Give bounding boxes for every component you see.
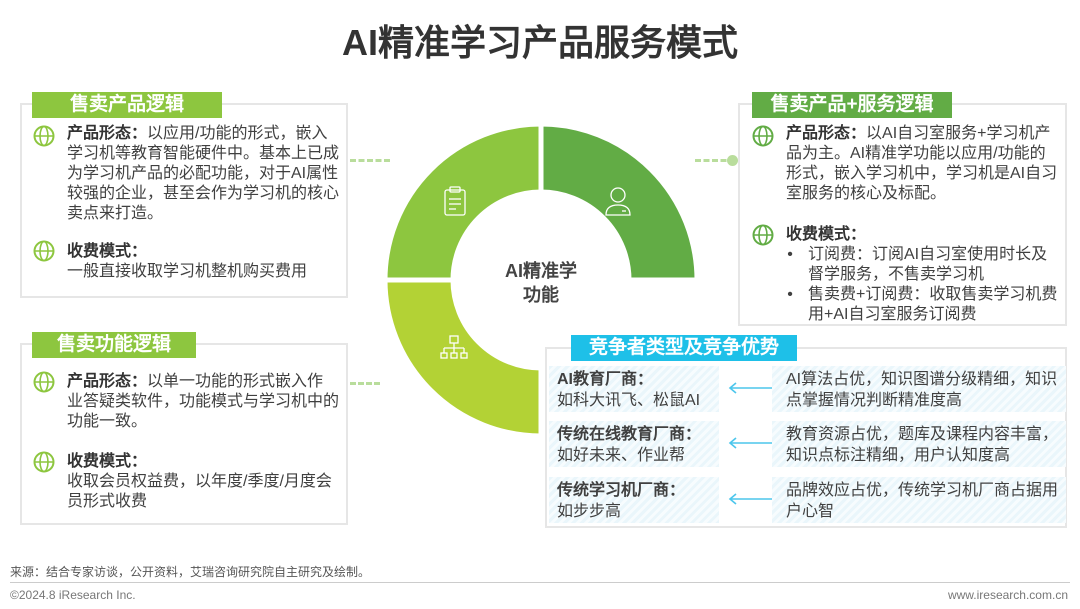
clipboard-icon	[444, 186, 466, 216]
competitor-type: AI教育厂商： 如科大讯飞、松鼠AI	[549, 366, 719, 412]
fee-label: 收费模式：	[67, 243, 148, 260]
sell-product-panel	[20, 103, 348, 298]
footer-divider	[10, 582, 1070, 583]
form-text: 以应用/功能的形式，嵌入学习机等教育智能硬件中。基本上已成为学习机产品的必配功能…	[67, 125, 340, 222]
globe-icon	[33, 240, 55, 262]
competitor-examples: 如好未来、作业帮	[557, 447, 686, 464]
form-label: 产品形态：	[67, 373, 148, 390]
hierarchy-icon	[440, 335, 468, 359]
form-text: 以单一功能的形式嵌入作业答疑类软件，功能模式与学习机中的功能一致。	[67, 373, 340, 430]
competitors-header: 竞争者类型及竞争优势	[571, 335, 797, 361]
competitor-advantage: 品牌效应占优，传统学习机厂商占据用户心智	[772, 477, 1066, 523]
form-label: 产品形态：	[67, 125, 148, 142]
competitor-examples: 如步步高	[557, 503, 622, 520]
competitor-advantage: 教育资源占优，题库及课程内容丰富，知识点标注精细，用户认知度高	[772, 421, 1066, 467]
sell-function-header: 售卖功能逻辑	[32, 332, 196, 358]
copyright: ©2024.8 iResearch Inc.	[10, 588, 136, 602]
competitor-type-label: 传统在线教育厂商：	[557, 426, 702, 443]
sell-product-service-form: 产品形态：以AI自习室服务+学习机产品为主。AI精准学功能以应用/功能的形式，嵌…	[786, 124, 1060, 204]
competitor-type: 传统在线教育厂商： 如好未来、作业帮	[549, 421, 719, 467]
connector-dot	[727, 155, 738, 166]
connector-left-top	[350, 159, 390, 162]
user-icon	[605, 187, 631, 216]
fee-text: 收取会员权益费，以年度/季度/月度会员形式收费	[67, 473, 332, 510]
globe-icon	[33, 451, 55, 473]
fee-text: 一般直接收取学习机整机购买费用	[67, 263, 308, 280]
globe-icon	[33, 125, 55, 147]
sell-product-service-header: 售卖产品+服务逻辑	[752, 92, 952, 118]
page-title: AI精准学习产品服务模式	[341, 22, 738, 63]
competitor-type-label: AI教育厂商：	[557, 371, 654, 388]
connector-right-top	[695, 159, 735, 162]
center-label-line1: AI精准学	[505, 260, 577, 281]
sell-product-service-fee: 收费模式： •订阅费：订阅AI自习室使用时长及督学服务，不售卖学习机 •售卖费+…	[786, 225, 1060, 325]
form-text: 以AI自习室服务+学习机产品为主。AI精准学功能以应用/功能的形式，嵌入学习机中…	[786, 125, 1058, 202]
fee-label: 收费模式：	[67, 453, 148, 470]
website-url: www.iresearch.com.cn	[947, 588, 1068, 602]
source-note: 来源：结合专家访谈，公开资料，艾瑞咨询研究院自主研究及绘制。	[10, 565, 371, 579]
globe-icon	[752, 224, 774, 246]
segment-sell-product	[382, 121, 544, 283]
sell-product-fee: 收费模式： 一般直接收取学习机整机购买费用	[67, 242, 339, 282]
globe-icon	[33, 371, 55, 393]
sell-product-form: 产品形态：以应用/功能的形式，嵌入学习机等教育智能硬件中。基本上已成为学习机产品…	[67, 124, 339, 224]
fee-item: •订阅费：订阅AI自习室使用时长及督学服务，不售卖学习机	[787, 246, 1048, 283]
center-label-line2: 功能	[523, 284, 559, 305]
donut-chart: AI精准学 功能	[382, 121, 700, 439]
fee-label: 收费模式：	[786, 226, 867, 243]
sell-function-fee: 收费模式： 收取会员权益费，以年度/季度/月度会员形式收费	[67, 452, 339, 512]
competitor-examples: 如科大讯飞、松鼠AI	[557, 392, 701, 409]
sell-function-form: 产品形态：以单一功能的形式嵌入作业答疑类软件，功能模式与学习机中的功能一致。	[67, 372, 339, 432]
competitor-type-label: 传统学习机厂商：	[557, 482, 686, 499]
fee-item: •售卖费+订阅费：收取售卖学习机费用+AI自习室服务订阅费	[787, 286, 1058, 323]
sell-product-header: 售卖产品逻辑	[32, 92, 222, 118]
connector-left-bottom	[350, 382, 380, 385]
globe-icon	[752, 125, 774, 147]
competitor-advantage: AI算法占优，知识图谱分级精细，知识点掌握情况判断精准度高	[772, 366, 1066, 412]
form-label: 产品形态：	[786, 125, 867, 142]
competitor-type: 传统学习机厂商： 如步步高	[549, 477, 719, 523]
